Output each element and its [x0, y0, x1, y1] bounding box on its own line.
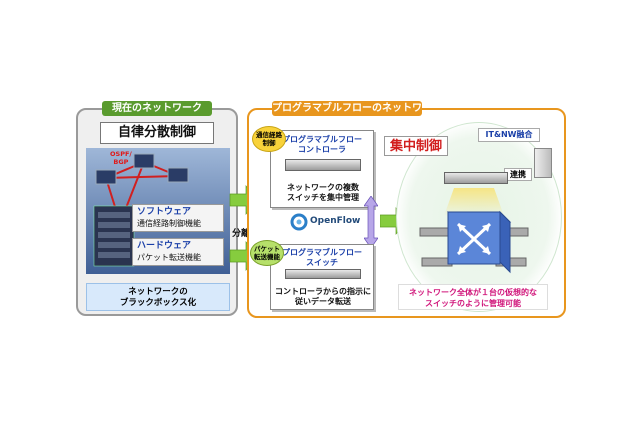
switch-title: プログラマブルフロー スイッチ: [282, 248, 362, 267]
virtual-switch-caption: ネットワーク全体が１台の仮想的な スイッチのように管理可能: [398, 284, 548, 310]
current-network-tab: 現在のネットワーク: [102, 101, 212, 116]
software-heading: ソフトウェア: [137, 207, 192, 217]
software-description: 通信経路制御機能: [137, 219, 201, 228]
openflow-icon: [290, 213, 308, 231]
router-icon: [95, 153, 189, 185]
legacy-router-diagram: [93, 153, 189, 267]
switch-card: プログラマブルフロー スイッチ コントローラからの指示に 従いデータ転送: [270, 244, 374, 310]
protocol-label: OSPF/ BGP: [110, 150, 132, 166]
switch-device-icon: [285, 269, 361, 279]
it-server-icon: [534, 148, 552, 178]
link-label: 連携: [504, 168, 532, 181]
virtual-switch-cube: [419, 188, 529, 274]
control-link-arrow: [364, 196, 378, 248]
software-box: ソフトウェア 通信経路制御機能: [132, 204, 224, 232]
openflow-logo: OpenFlow: [290, 212, 362, 232]
switch-description: コントローラからの指示に 従いデータ転送: [275, 287, 371, 306]
controller-badge: 通信経路 制御: [252, 126, 286, 152]
controller-card: プログラマブルフロー コントローラ ネットワークの複数 スイッチを集中管理: [270, 130, 374, 208]
switch-badge: パケット 転送機能: [250, 240, 284, 266]
central-controller-icon: [444, 172, 508, 184]
hardware-heading: ハードウェア: [137, 241, 192, 251]
split-label: 分離: [232, 229, 251, 239]
itnw-label: IT&NW融合: [478, 128, 540, 142]
blackbox-footer: ネットワークの ブラックボックス化: [86, 283, 230, 311]
openflow-text: OpenFlow: [310, 216, 361, 226]
hardware-box: ハードウェア パケット転送機能: [132, 238, 224, 266]
hardware-description: パケット転送機能: [137, 253, 201, 262]
controller-description: ネットワークの複数 スイッチを集中管理: [287, 183, 359, 202]
central-control-title: 集中制御: [384, 136, 448, 156]
controller-server-icon: [285, 159, 361, 171]
autonomous-control-title: 自律分散制御: [100, 122, 214, 144]
programmableflow-network-tab: プログラマブルフローのネットワーク: [272, 101, 422, 129]
controller-title: プログラマブルフロー コントローラ: [282, 135, 362, 154]
